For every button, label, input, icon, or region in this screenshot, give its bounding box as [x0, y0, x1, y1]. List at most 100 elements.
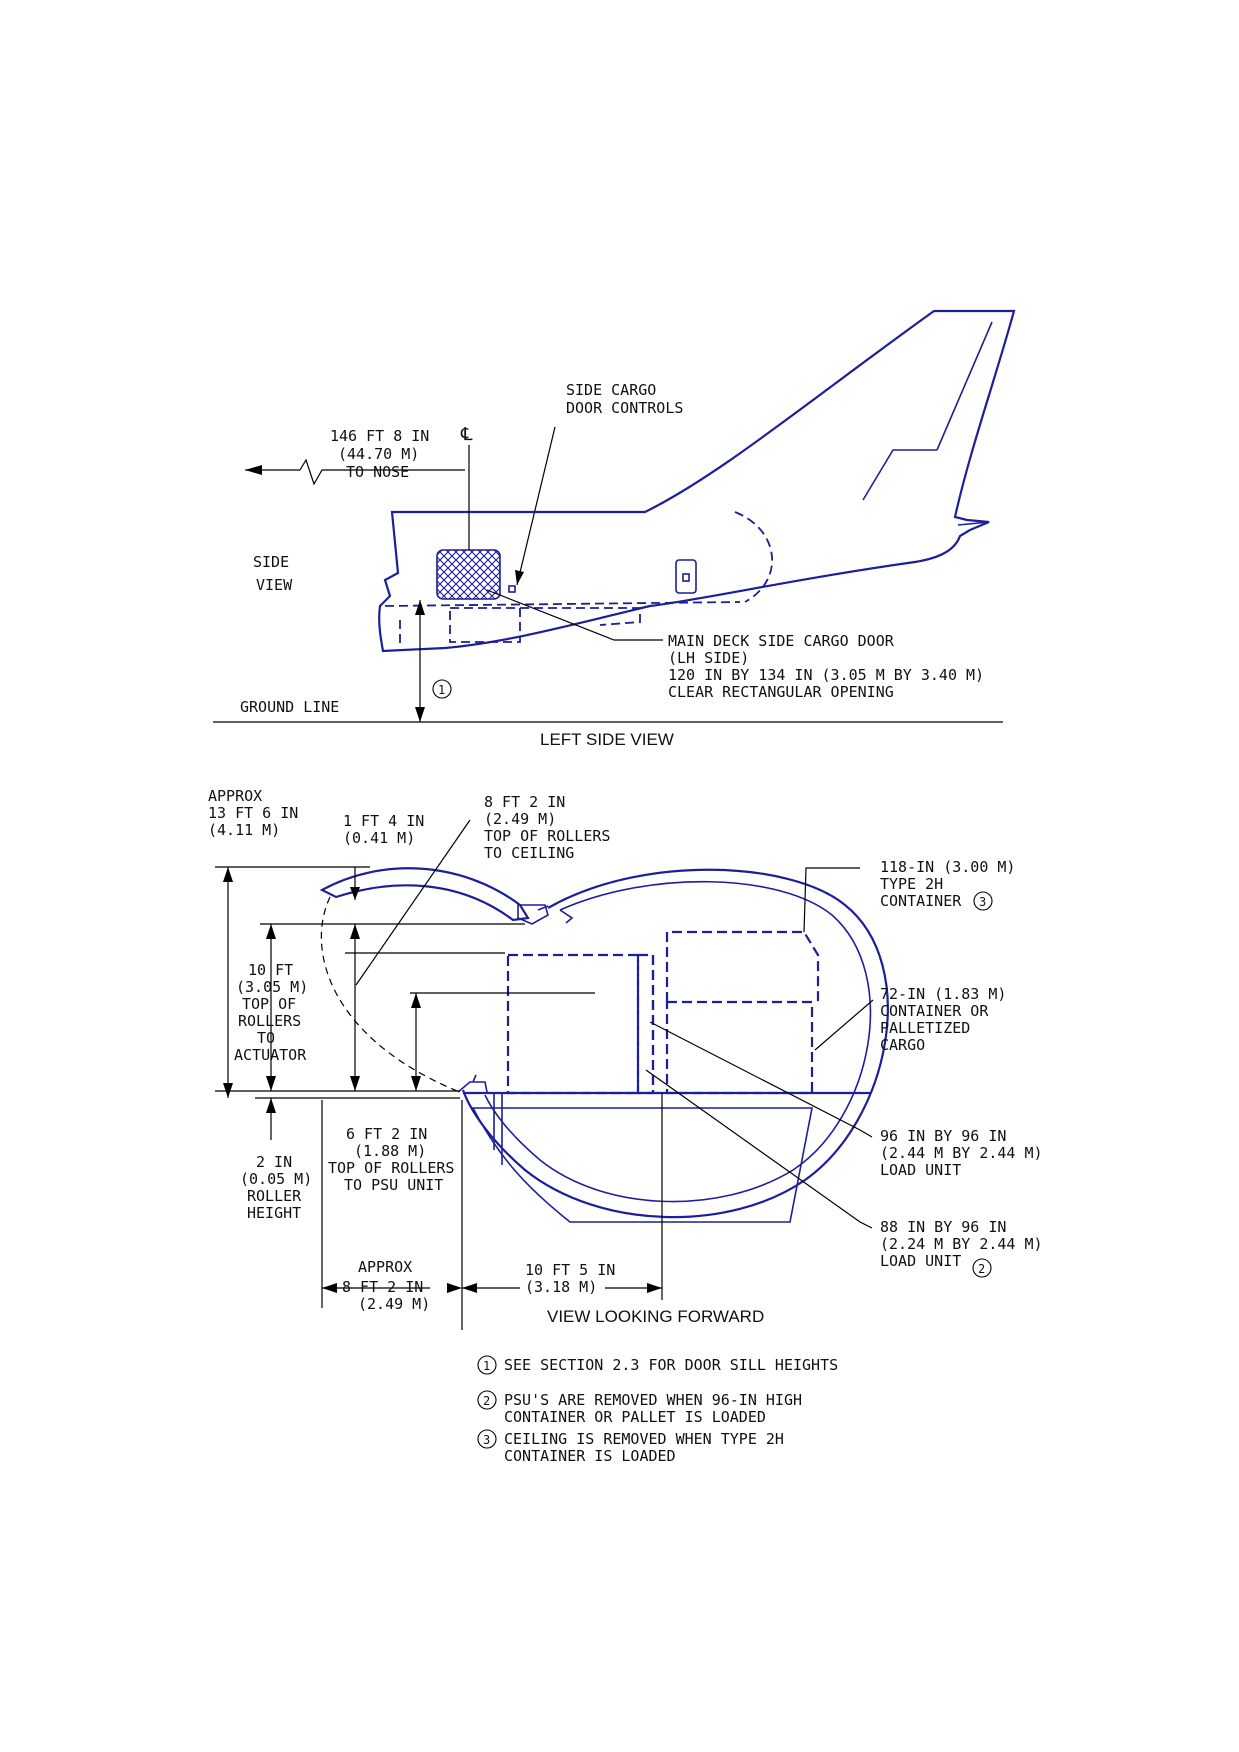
to-nose-line-3: TO NOSE [346, 463, 409, 481]
fin-detail [862, 449, 937, 501]
tailcone-dashed [734, 511, 774, 603]
dim-6ft2-2: (1.88 M) [354, 1142, 426, 1160]
aft-service-door [675, 559, 697, 594]
load-96-3: LOAD UNIT [880, 1161, 961, 1179]
door-swing-path [320, 896, 463, 1094]
note-2-num: 2 [483, 1394, 490, 1408]
container-118-type-2h [665, 930, 820, 1002]
fuselage-cross-section [461, 868, 889, 1219]
approx-8ft2-1: APPROX [358, 1258, 412, 1276]
load-96-leader [649, 1021, 873, 1138]
dim-10ft-2: (3.05 M) [236, 978, 308, 996]
to-nose-line-2: (44.70 M) [338, 445, 419, 463]
container-118-leader [803, 867, 860, 933]
note-1-num: 1 [483, 1359, 490, 1373]
main-door-line-2: (LH SIDE) [668, 649, 749, 667]
dim-2in-2: (0.05 M) [240, 1170, 312, 1188]
open-cargo-door [319, 867, 530, 922]
load-88-leader [645, 1069, 873, 1229]
note-3-line-1: CEILING IS REMOVED WHEN TYPE 2H [504, 1430, 784, 1448]
dim-2in-4: HEIGHT [247, 1204, 301, 1222]
dim-6ft2-3: TOP OF ROLLERS [328, 1159, 454, 1177]
note-3-line-2: CONTAINER IS LOADED [504, 1447, 676, 1465]
load-88-2: (2.24 M BY 2.44 M) [880, 1235, 1043, 1253]
main-door-leader [486, 589, 663, 641]
dim-10ft5-1: 10 FT 5 IN [525, 1261, 615, 1279]
dim-10ft5-2: (3.18 M) [525, 1278, 597, 1296]
load-88-1: 88 IN BY 96 IN [880, 1218, 1006, 1236]
load-88-ref: 2 [978, 1262, 985, 1276]
container-88-load-unit [636, 953, 655, 1095]
ground-line-label: GROUND LINE [240, 698, 339, 716]
belly-dashed-line [384, 601, 741, 607]
load-96-1: 96 IN BY 96 IN [880, 1127, 1006, 1145]
container-118-ref-circle [973, 891, 993, 911]
container-118-1: 118-IN (3.00 M) [880, 858, 1015, 876]
note-3-num: 3 [483, 1433, 490, 1447]
note-2-line-1: PSU'S ARE REMOVED WHEN 96-IN HIGH [504, 1391, 802, 1409]
note-ref-circle [432, 679, 452, 699]
front-view: APPROX 13 FT 6 IN (4.11 M) 10 FT (3.05 M… [208, 787, 1043, 1330]
to-nose-line-1: 146 FT 8 IN [330, 427, 429, 445]
roller-detail [457, 1074, 488, 1093]
dim-10ft-3: TOP OF [242, 995, 296, 1013]
dim-8ft2-ceiling-4: TO CEILING [484, 844, 574, 862]
container-72-in [665, 1000, 814, 1095]
approx-height-1: APPROX [208, 787, 262, 805]
dim-1ft4-2: (0.41 M) [343, 829, 415, 847]
main-door-line-3: 120 IN BY 134 IN (3.05 M BY 3.40 M) [668, 666, 984, 684]
container-118-ref: 3 [979, 895, 986, 909]
dim-2in-1: 2 IN [256, 1153, 292, 1171]
lower-hold-dashed-2 [520, 607, 641, 626]
notes: 1 SEE SECTION 2.3 FOR DOOR SILL HEIGHTS … [477, 1355, 838, 1465]
load-88-ref-circle [972, 1258, 992, 1278]
dim-8ft2-leader [355, 819, 471, 986]
approx-8ft2-2: 8 FT 2 IN [342, 1278, 423, 1296]
container-118-3: CONTAINER [880, 892, 962, 910]
tailcone-tip [957, 521, 990, 526]
door-hinge-detail [517, 904, 574, 925]
lower-hold [471, 1107, 813, 1223]
centerline-symbol: ℄ [460, 424, 473, 445]
note-1-line-1: SEE SECTION 2.3 FOR DOOR SILL HEIGHTS [504, 1356, 838, 1374]
door-controls-leader [516, 426, 556, 586]
container-72-leader [814, 999, 874, 1051]
main-door-line-4: CLEAR RECTANGULAR OPENING [668, 683, 894, 701]
fuselage-outline [378, 309, 1016, 653]
view-looking-forward-caption: VIEW LOOKING FORWARD [547, 1307, 764, 1326]
note-1-circle [477, 1355, 497, 1375]
dim-10ft-1: 10 FT [248, 961, 293, 979]
dim-8ft2-ceiling-2: (2.49 M) [484, 810, 556, 828]
dim-10ft-6: ACTUATOR [234, 1046, 307, 1064]
dim-8ft2-ceiling-1: 8 FT 2 IN [484, 793, 565, 811]
container-72-4: CARGO [880, 1036, 925, 1054]
container-72-1: 72-IN (1.83 M) [880, 985, 1006, 1003]
container-118-2: TYPE 2H [880, 875, 943, 893]
dim-10ft-5: TO [257, 1029, 275, 1047]
door-controls-line-2: DOOR CONTROLS [566, 399, 683, 417]
note-2-line-2: CONTAINER OR PALLET IS LOADED [504, 1408, 766, 1426]
approx-height-2: 13 FT 6 IN [208, 804, 298, 822]
load-96-2: (2.44 M BY 2.44 M) [880, 1144, 1043, 1162]
door-controls-line-1: SIDE CARGO [566, 381, 656, 399]
dim-8ft2-ceiling-3: TOP OF ROLLERS [484, 827, 610, 845]
container-72-2: CONTAINER OR [880, 1002, 989, 1020]
note-ref-1: 1 [438, 683, 445, 697]
dim-6ft2-4: TO PSU UNIT [344, 1176, 443, 1194]
dim-2in-3: ROLLER [247, 1187, 302, 1205]
note-3-circle [477, 1429, 497, 1449]
note-2-circle [477, 1390, 497, 1410]
to-nose-dimension [245, 458, 465, 486]
dim-6ft2-1: 6 FT 2 IN [346, 1125, 427, 1143]
load-88-3: LOAD UNIT [880, 1252, 961, 1270]
dim-10ft-4: ROLLERS [238, 1012, 301, 1030]
container-96-load-unit [506, 953, 640, 1095]
side-view: ℄ 146 FT 8 IN (44.70 M) TO NOSE SIDE VIE… [213, 309, 1016, 749]
aft-door-window [682, 573, 690, 582]
left-side-view-caption: LEFT SIDE VIEW [540, 730, 674, 749]
approx-height-3: (4.11 M) [208, 821, 280, 839]
fuselage-inner-wall [484, 880, 872, 1203]
container-72-3: PALLETIZED [880, 1019, 970, 1037]
fin-rudder-line [936, 321, 993, 451]
